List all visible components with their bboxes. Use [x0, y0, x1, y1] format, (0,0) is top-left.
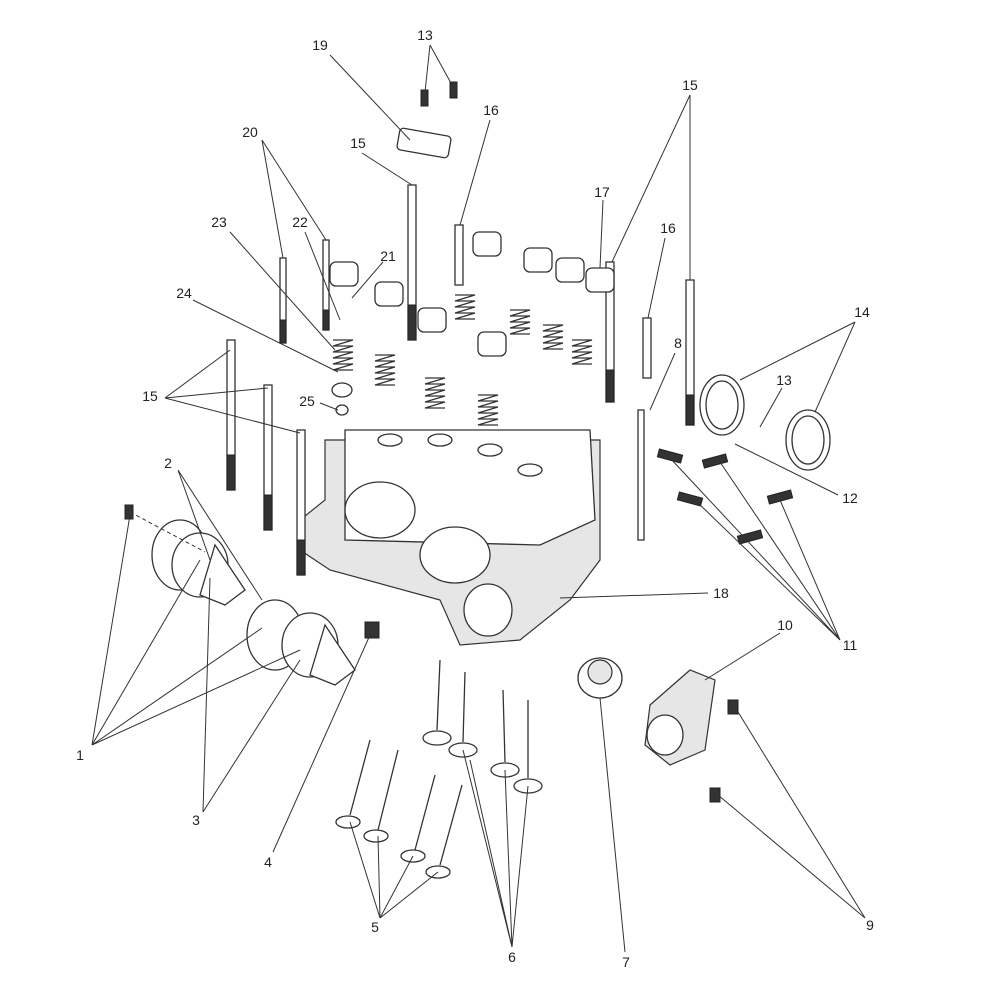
- callout-18: 18: [713, 585, 729, 601]
- valves: [335, 659, 543, 879]
- leader-lines: [91, 44, 866, 953]
- bolt: [124, 504, 134, 520]
- exhaust-gaskets: [699, 374, 831, 471]
- callout-13: 13: [776, 372, 792, 388]
- callout-4: 4: [264, 854, 272, 870]
- studs: [656, 448, 794, 545]
- spark-plugs: [454, 224, 652, 379]
- callout-25: 25: [299, 393, 315, 409]
- callout-20: 20: [242, 124, 258, 140]
- cover-plate: [396, 127, 452, 159]
- callout-13: 13: [417, 27, 433, 43]
- callout-15: 15: [142, 388, 158, 404]
- callout-1: 1: [76, 747, 84, 763]
- callout-2: 2: [164, 455, 172, 471]
- callout-15: 15: [350, 135, 366, 151]
- cylinder-head: [299, 429, 601, 646]
- callout-16: 16: [660, 220, 676, 236]
- tappets: [329, 231, 615, 357]
- callout-6: 6: [508, 949, 516, 965]
- callout-23: 23: [211, 214, 227, 230]
- callout-8: 8: [674, 335, 682, 351]
- callout-labels: 19 13 16 15 15 20 17 16 23 22 21 24 14 8…: [76, 27, 874, 970]
- intake-manifolds: [129, 511, 356, 686]
- callout-22: 22: [292, 214, 308, 230]
- callout-14: 14: [854, 304, 870, 320]
- bolt: [449, 81, 458, 99]
- thermostat: [577, 657, 623, 699]
- callout-3: 3: [192, 812, 200, 828]
- valve-springs: [331, 294, 593, 426]
- callout-12: 12: [842, 490, 858, 506]
- temp-sensor: [364, 621, 380, 639]
- callout-15: 15: [682, 77, 698, 93]
- callout-24: 24: [176, 285, 192, 301]
- callout-17: 17: [594, 184, 610, 200]
- callout-5: 5: [371, 919, 379, 935]
- callout-11: 11: [843, 637, 858, 653]
- bolt: [420, 89, 429, 107]
- callout-9: 9: [866, 917, 874, 933]
- callout-10: 10: [777, 617, 793, 633]
- callout-7: 7: [622, 954, 630, 970]
- thermostat-housing: [644, 669, 739, 803]
- callout-16: 16: [483, 102, 499, 118]
- callout-21: 21: [380, 248, 396, 264]
- callout-19: 19: [312, 37, 328, 53]
